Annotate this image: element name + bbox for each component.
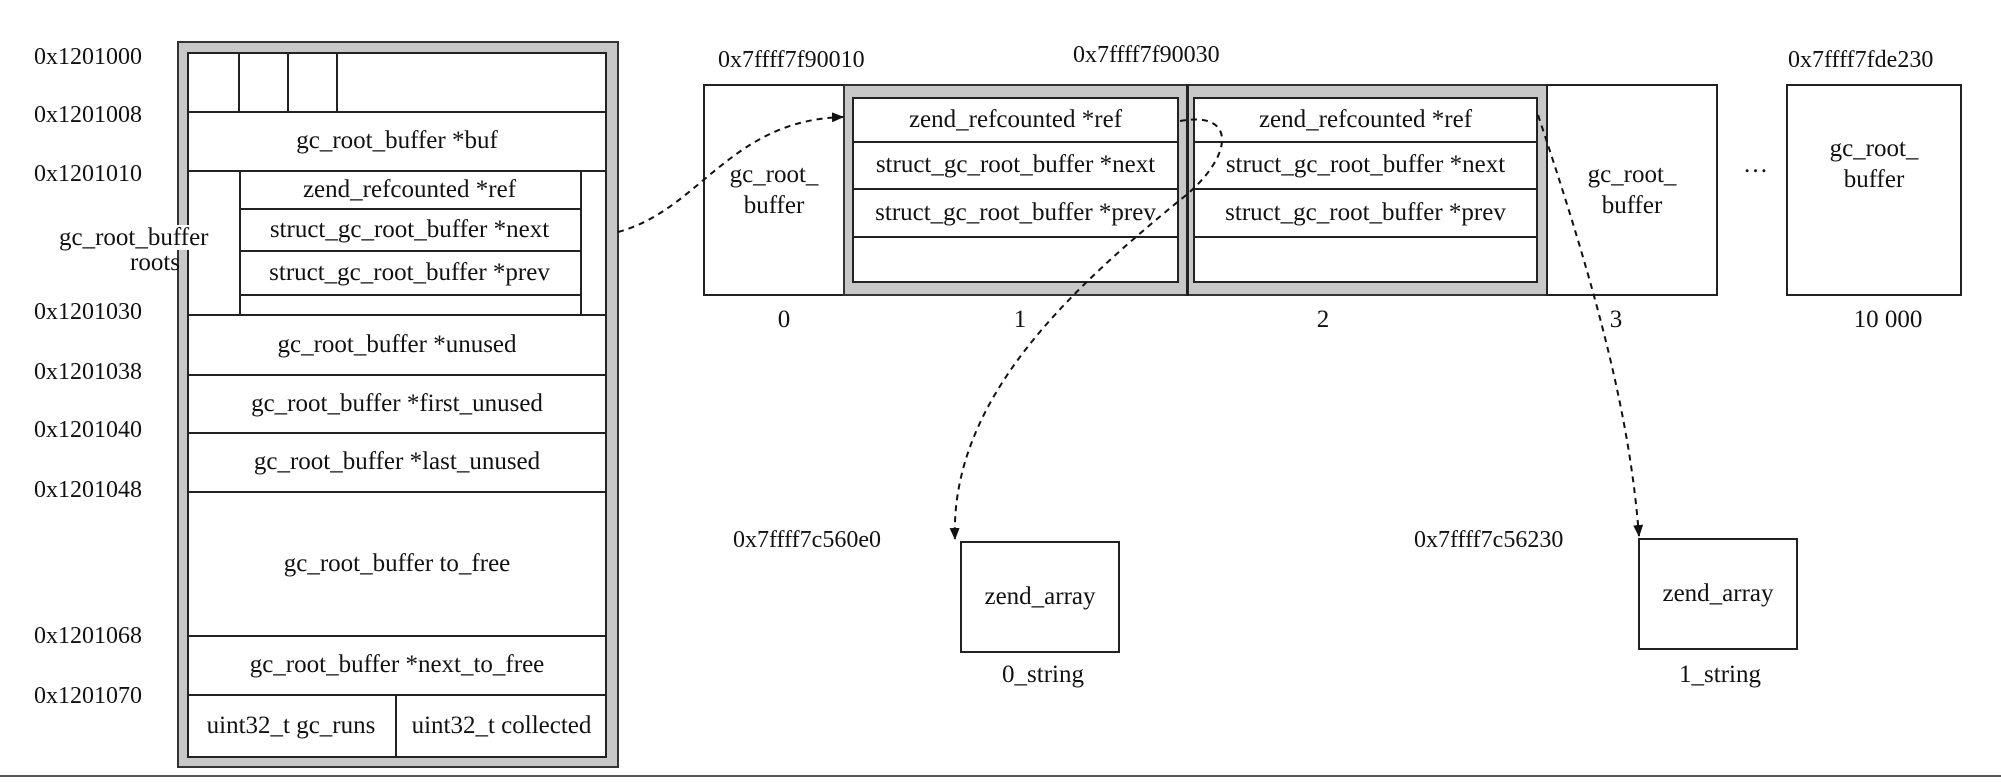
buffer-cell-2	[1193, 97, 1538, 283]
index-label: 10 000	[1853, 306, 1923, 333]
divider	[239, 250, 580, 252]
divider	[187, 491, 607, 493]
divider	[239, 208, 580, 210]
divider	[852, 236, 1179, 238]
unused-field: gc_root_buffer *unused	[277, 330, 517, 358]
divider	[1193, 141, 1538, 143]
divider	[187, 432, 607, 434]
zend-array-1-caption: 1_string	[1679, 661, 1761, 688]
cell-2-ref: zend_refcounted *ref	[1258, 106, 1473, 133]
divider	[336, 52, 338, 112]
buffer-cell-1	[852, 97, 1179, 283]
divider	[187, 635, 607, 637]
cell-2-next: struct_gc_root_buffer *next	[1225, 151, 1506, 178]
divider	[1186, 84, 1189, 296]
buffer-address-1: 0x7ffff7f90030	[1073, 42, 1220, 68]
ref-1-to-zend-array-0-arrow	[949, 118, 1223, 540]
roots-label-2: roots	[130, 249, 180, 276]
buffer-address-0: 0x7ffff7f90010	[718, 47, 865, 73]
zend-array-0-caption: 0_string	[1002, 661, 1084, 688]
divider	[287, 52, 289, 112]
zend-array-0	[960, 541, 1120, 653]
divider	[395, 694, 397, 758]
index-label: 1	[1013, 306, 1027, 333]
zend-array-address-1: 0x7ffff7c56230	[1414, 527, 1564, 553]
cell-1-ref: zend_refcounted *ref	[908, 106, 1123, 133]
address-label: 0x1201008	[34, 102, 142, 128]
zend-array-address-0: 0x7ffff7c560e0	[733, 527, 881, 553]
divider	[187, 694, 607, 696]
ref-2-to-zend-array-1-arrow	[1537, 114, 1644, 537]
divider	[580, 170, 582, 314]
first-unused-field: gc_root_buffer *first_unused	[251, 389, 543, 417]
gc-runs-field: uint32_t gc_runs	[206, 712, 376, 739]
zend-array-1-label: zend_array	[1662, 580, 1774, 607]
roots-ref-field: zend_refcounted *ref	[302, 175, 517, 203]
cell-1-next: struct_gc_root_buffer *next	[875, 151, 1156, 178]
roots-label: gc_root_buffer	[57, 224, 211, 251]
collected-field: uint32_t collected	[411, 712, 592, 739]
divider	[239, 170, 241, 314]
bottom-rule	[0, 775, 2001, 777]
zend-array-1	[1638, 538, 1798, 650]
index-label: 0	[777, 306, 791, 333]
address-label: 0x1201000	[34, 44, 142, 70]
buffer-cell-0-label: gc_root_ buffer	[729, 160, 819, 219]
divider	[187, 374, 607, 376]
zend-array-0-label: zend_array	[984, 583, 1096, 610]
index-label: 3	[1609, 306, 1623, 333]
address-label: 0x1201048	[34, 477, 142, 503]
divider	[238, 52, 240, 112]
buffer-cell-3	[1546, 84, 1718, 296]
address-label: 0x1201030	[34, 299, 142, 325]
address-label: 0x1201010	[34, 161, 142, 187]
buffer-cell-last	[1786, 84, 1962, 296]
divider	[239, 294, 580, 296]
buffer-address-last: 0x7ffff7fde230	[1788, 47, 1934, 73]
address-label: 0x1201070	[34, 683, 142, 709]
next-to-free-field: gc_root_buffer *next_to_free	[249, 651, 545, 678]
cell-2-prev: struct_gc_root_buffer *prev	[1225, 198, 1506, 226]
divider	[1193, 188, 1538, 190]
divider	[187, 111, 607, 113]
divider	[1193, 236, 1538, 238]
divider	[852, 188, 1179, 190]
divider	[187, 314, 607, 316]
address-label: 0x1201038	[34, 359, 142, 385]
buffer-cell-last-label: gc_root_ buffer	[1829, 134, 1919, 193]
index-label: 2	[1316, 306, 1330, 333]
buf-field: gc_root_buffer *buf	[296, 127, 498, 154]
cell-1-prev: struct_gc_root_buffer *prev	[875, 198, 1156, 226]
divider	[187, 170, 607, 172]
buffer-cell-3-label: gc_root_ buffer	[1587, 160, 1677, 219]
roots-next-field: struct_gc_root_buffer *next	[269, 215, 550, 243]
address-label: 0x1201040	[34, 417, 142, 443]
ellipsis: …	[1743, 151, 1768, 178]
to-free-field: gc_root_buffer to_free	[283, 549, 511, 577]
last-unused-field: gc_root_buffer *last_unused	[253, 448, 541, 475]
roots-prev-field: struct_gc_root_buffer *prev	[269, 258, 550, 286]
gc-globals-struct	[187, 52, 607, 758]
address-label: 0x1201068	[34, 623, 142, 649]
divider	[852, 141, 1179, 143]
roots-to-buffer-arrow	[617, 112, 844, 233]
